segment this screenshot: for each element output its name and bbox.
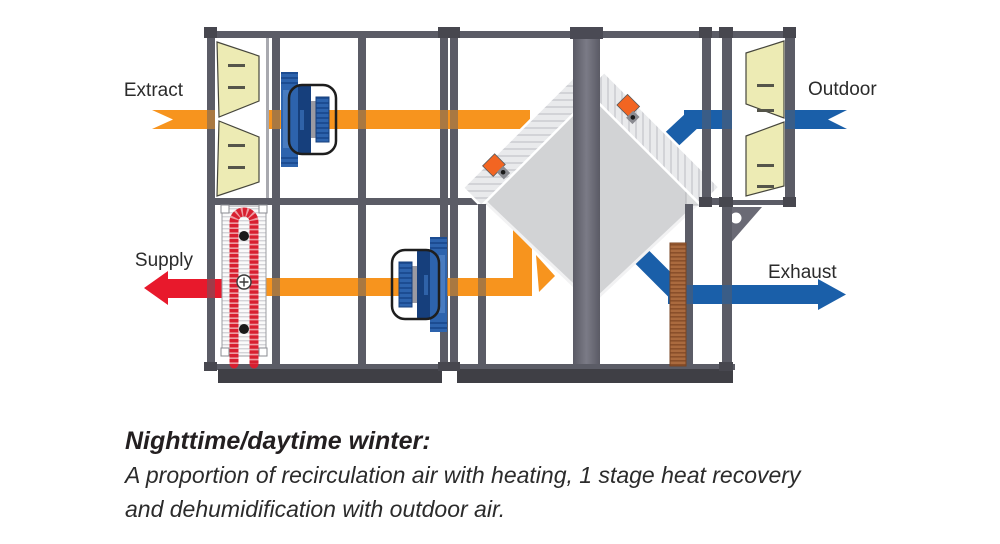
duct-wall-crossings [207, 110, 795, 304]
extract-fan [281, 72, 338, 167]
outdoor-filter [732, 38, 785, 200]
supply-fan [390, 237, 447, 332]
extract-label: Extract [124, 80, 184, 101]
exhaust-label: Exhaust [768, 262, 837, 283]
caption: Nighttime/daytime winter: A proportion o… [123, 427, 802, 522]
frame-joints [204, 27, 796, 371]
supply-air-arrow [144, 271, 228, 305]
outdoor-label: Outdoor [808, 79, 877, 100]
supply-label: Supply [135, 250, 194, 271]
center-column [570, 27, 603, 364]
recirculation-air-arrow [262, 230, 555, 296]
base-left [218, 369, 442, 383]
support-bracket [728, 207, 762, 246]
dehumidifier-coil [669, 242, 687, 367]
extract-filter [215, 38, 269, 198]
caption-line-2: and dehumidification with outdoor air. [125, 496, 505, 522]
base-right [457, 369, 733, 383]
heating-coil [220, 204, 268, 369]
caption-line-1: A proportion of recirculation air with h… [123, 462, 802, 488]
caption-title: Nighttime/daytime winter: [125, 427, 431, 455]
